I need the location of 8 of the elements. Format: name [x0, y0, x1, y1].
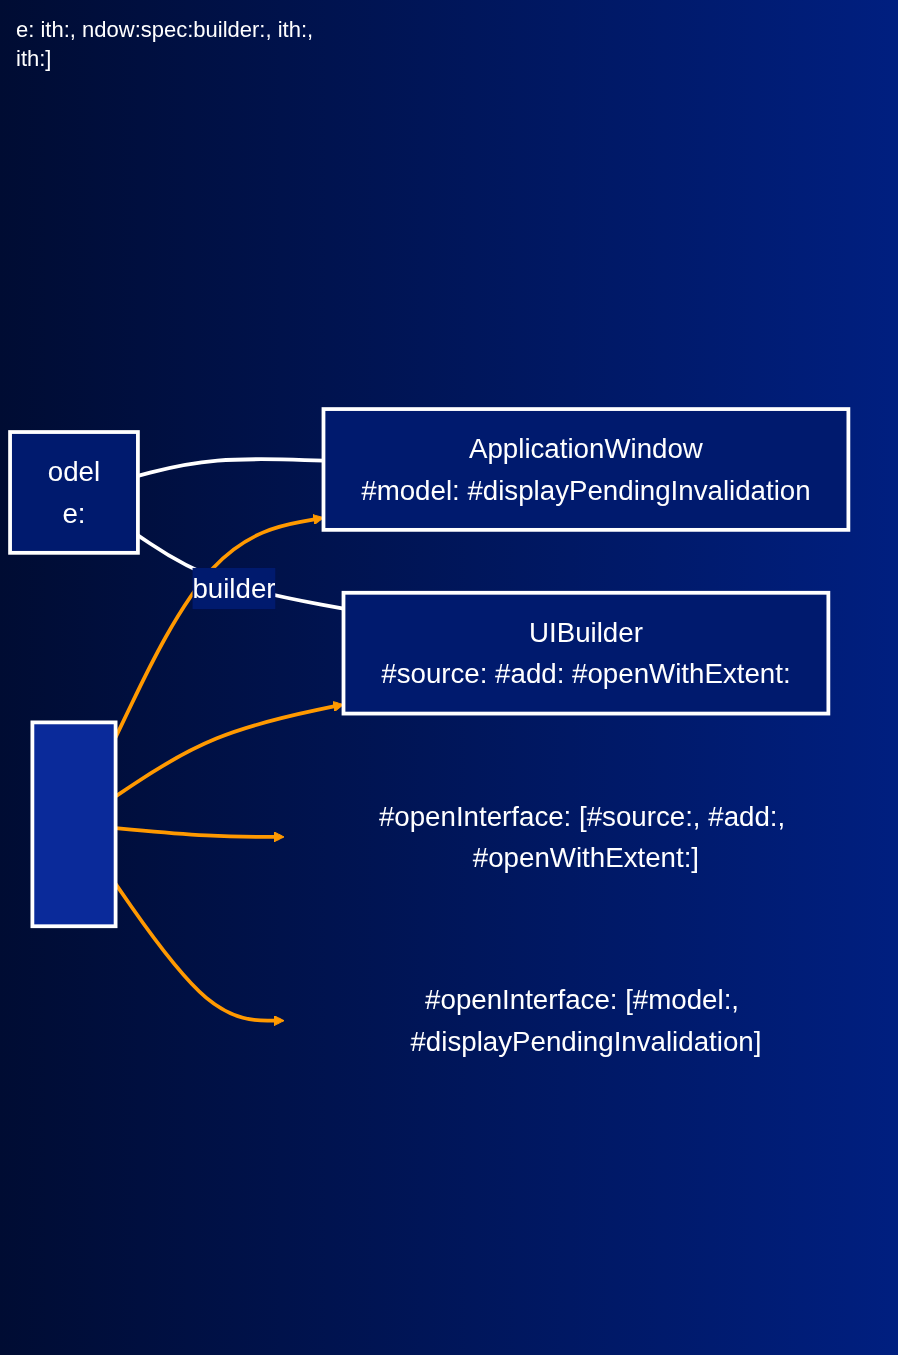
edge-label: builder: [192, 572, 276, 605]
node-box: odel e:: [8, 430, 140, 555]
node-box: UIBuilder #source: #add: #openWithExtent:: [341, 590, 831, 716]
note-text: e: ith:, ndow:spec:builder:, ith:, ith:]: [16, 16, 315, 73]
node-box: ApplicationWindow #model: #displayPendingInvalidation: [321, 407, 851, 532]
node-text: #openInterface: [#source:, #add:, #openWithExtent:]: [378, 800, 786, 874]
node-text: #openInterface: [#model:, #displayPendingInvalidation]: [410, 984, 762, 1058]
node-box: [30, 720, 118, 929]
